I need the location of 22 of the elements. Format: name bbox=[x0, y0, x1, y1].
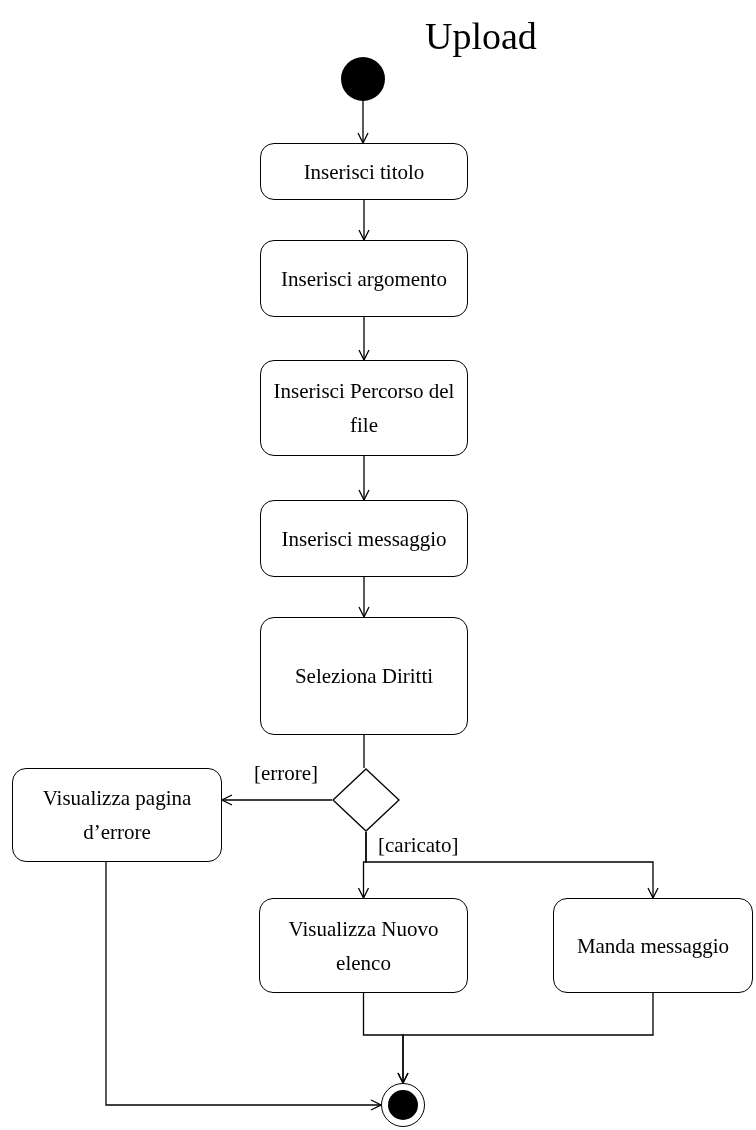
arrow bbox=[358, 455, 370, 501]
connector-line bbox=[363, 734, 365, 769]
diagram-title: Upload bbox=[425, 14, 537, 59]
start-node bbox=[341, 57, 385, 101]
activity-box: Manda messaggio bbox=[553, 898, 753, 993]
activity-box: Inserisci titolo bbox=[260, 143, 468, 200]
arrow bbox=[358, 576, 370, 618]
arrow bbox=[357, 100, 369, 144]
activity-box: Inserisci Percorso del file bbox=[260, 360, 468, 456]
activity-box: Visualizza pagina d’errore bbox=[12, 768, 222, 862]
arrow bbox=[397, 992, 654, 1084]
arrow bbox=[365, 831, 659, 899]
activity-box: Visualizza Nuovo elenco bbox=[259, 898, 468, 993]
arrow bbox=[358, 316, 370, 361]
arrow bbox=[358, 199, 370, 241]
activity-box: Inserisci messaggio bbox=[260, 500, 468, 577]
activity-box: Inserisci argomento bbox=[260, 240, 468, 317]
activity-box: Seleziona Diritti bbox=[260, 617, 468, 735]
arrow bbox=[221, 794, 333, 806]
end-node bbox=[381, 1083, 425, 1127]
arrow bbox=[105, 861, 382, 1111]
decision-diamond bbox=[332, 768, 400, 832]
